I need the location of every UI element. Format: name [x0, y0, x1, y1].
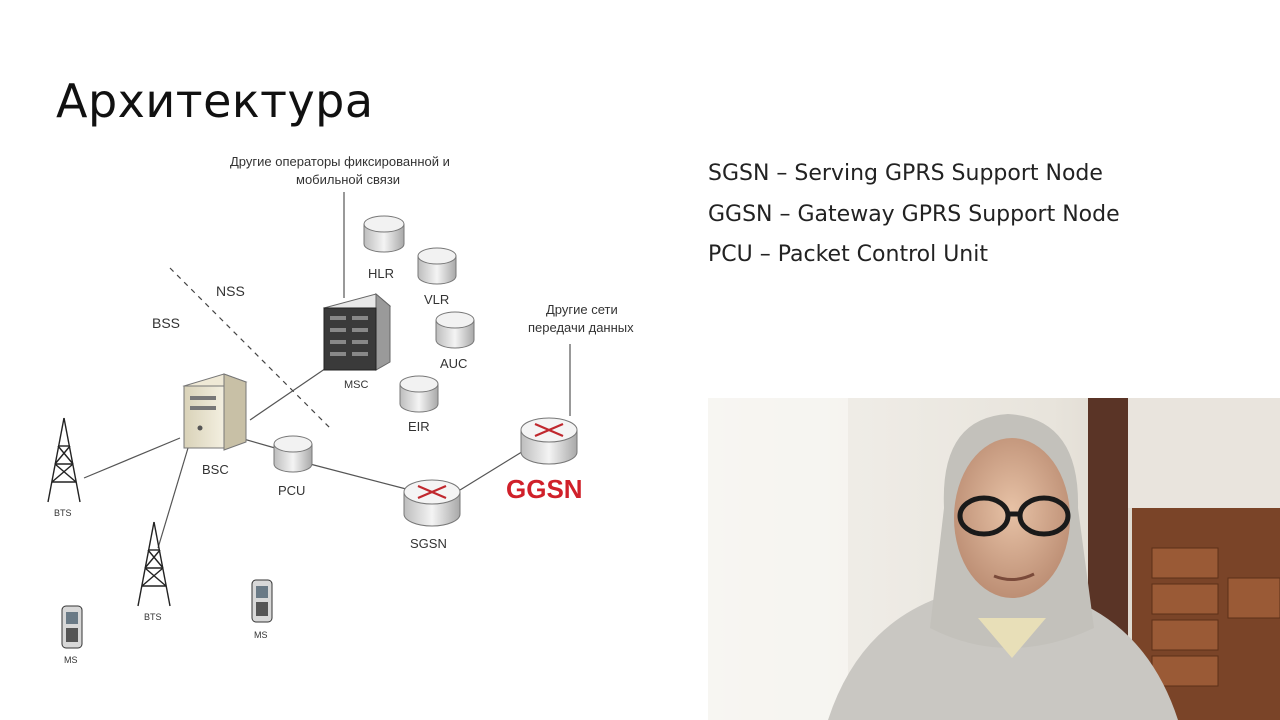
hlr-label: HLR: [368, 266, 394, 281]
sgsn-label: SGSN: [410, 536, 447, 551]
gprs-architecture-diagram: Другие операторы фиксированной и мобильн…: [47, 154, 634, 665]
bsc-label: BSC: [202, 462, 229, 477]
presenter-webcam-video: [708, 398, 1280, 720]
bsc-server-icon: [182, 373, 248, 451]
nss-label: NSS: [216, 283, 245, 299]
ggsn-router-icon: [520, 417, 578, 465]
eir-database-icon: [399, 375, 439, 413]
vlr-label: VLR: [424, 292, 449, 307]
hlr-database-icon: [363, 215, 405, 253]
ggsn-label: GGSN: [506, 474, 583, 504]
eir-label: EIR: [408, 419, 430, 434]
vlr-database-icon: [417, 247, 457, 285]
definitions-list: SGSN – Serving GPRS Support Node GGSN – …: [708, 158, 1120, 280]
auc-label: AUC: [440, 356, 467, 371]
top-note-line1: Другие операторы фиксированной и: [230, 154, 450, 169]
msc-label: MSC: [344, 379, 369, 391]
pcu-label: PCU: [278, 483, 305, 498]
definition-pcu: PCU – Packet Control Unit: [708, 242, 988, 267]
bts-label-1: BTS: [54, 508, 72, 518]
presenter-image: [708, 398, 1280, 720]
ms-label-2: MS: [64, 655, 78, 665]
msc-switch-icon: [322, 292, 392, 371]
bts-tower-icon: [47, 417, 81, 503]
ms-label-1: MS: [254, 630, 268, 640]
sgsn-router-icon: [403, 479, 461, 527]
other-networks-line1: Другие сети: [546, 302, 618, 317]
pcu-database-icon: [273, 435, 313, 473]
other-networks-line2: передачи данных: [528, 320, 634, 335]
mobile-phone-icon: [251, 579, 273, 623]
definition-ggsn: GGSN – Gateway GPRS Support Node: [708, 201, 1120, 227]
bss-nss-divider: [169, 267, 331, 429]
slide-title: Архитектура: [56, 74, 374, 128]
top-note-line2: мобильной связи: [296, 172, 400, 187]
auc-database-icon: [435, 311, 475, 349]
mobile-phone-icon: [61, 605, 83, 649]
definition-sgsn: SGSN – Serving GPRS Support Node: [708, 161, 1103, 186]
bts-label-2: BTS: [144, 612, 162, 622]
bss-label: BSS: [152, 315, 180, 331]
bts-tower-icon: [137, 521, 171, 607]
